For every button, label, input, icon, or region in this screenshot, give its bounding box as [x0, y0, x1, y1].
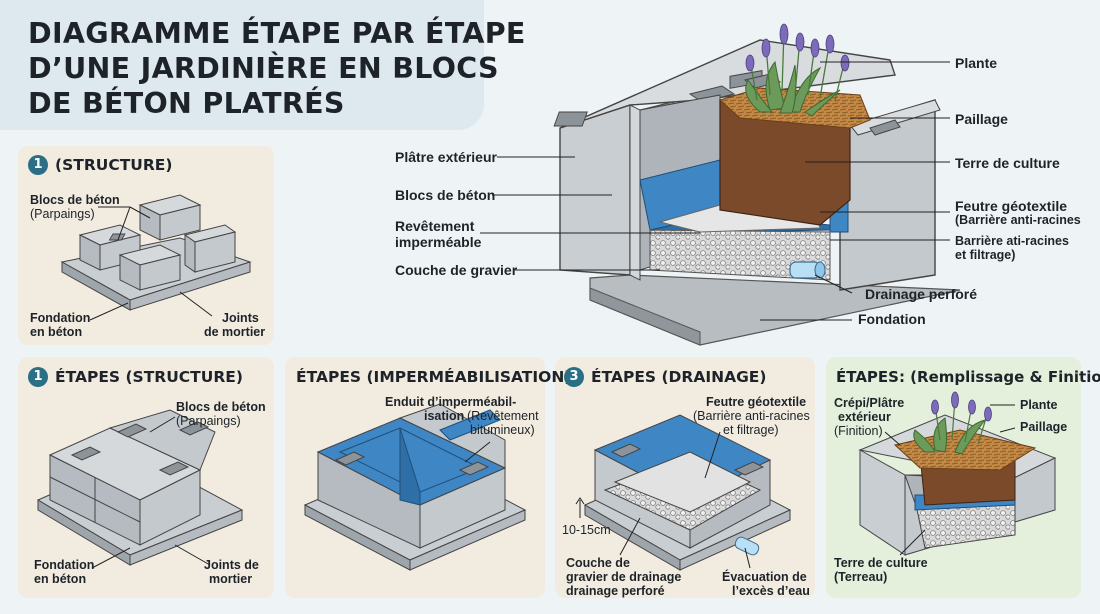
label-feutre-3: et filtrage)	[723, 423, 779, 437]
label-plante: Plante	[1020, 398, 1058, 412]
main-leader-lines	[480, 61, 950, 321]
label-blocs: Blocs de béton	[395, 187, 496, 203]
label-fondation-1: Fondation	[30, 311, 91, 325]
label-terre: Terre de culture	[955, 155, 1060, 171]
label-gravier-1: Couche de	[566, 556, 630, 570]
label-gravier-2: gravier de drainage	[566, 570, 682, 584]
label-feutre: Feutre géotextile	[706, 395, 807, 409]
label-gravier-3: drainage perforé	[566, 584, 665, 598]
label-fondation-2: en béton	[30, 325, 83, 339]
label-joints-2: mortier	[209, 572, 253, 586]
panel-structure-illustration	[36, 409, 244, 566]
step-number-badge: 1	[28, 155, 48, 175]
label-impermeable: imperméable	[395, 234, 482, 250]
label-crepi-1: Crépi/Plâtre	[834, 396, 905, 410]
label-fondation-1: Fondation	[34, 558, 95, 572]
step-number-badge: 1	[28, 367, 48, 387]
label-joints-1: Joints	[222, 311, 259, 325]
title-line-2: D’UNE JARDINIÈRE EN BLOCS	[28, 52, 499, 85]
label-barriere-2: et filtrage)	[955, 248, 1016, 262]
label-revetement: Revêtement	[395, 218, 475, 234]
label-barriere: Barrière ati-racines	[955, 234, 1069, 248]
label-crepi-2: extérieur	[838, 410, 891, 424]
label-terre-1: Terre de culture	[834, 556, 928, 570]
label-evac-1: Évacuation de	[722, 570, 807, 584]
label-drainage: Drainage perforé	[865, 286, 978, 302]
label-blocs: Blocs de béton	[30, 193, 120, 207]
title-banner: DIAGRAMME ÉTAPE PAR ÉTAPE D’UNE JARDINIÈ…	[0, 0, 525, 130]
label-feutre-sub: (Barrière anti-racines	[955, 213, 1081, 227]
panel-title: ÉTAPES (STRUCTURE)	[55, 368, 243, 386]
label-blocs: Blocs de béton	[176, 400, 266, 414]
label-plante: Plante	[955, 55, 998, 71]
label-joints-2: de mortier	[204, 325, 266, 339]
label-fondation: Fondation	[858, 311, 926, 327]
label-fondation-2: en béton	[34, 572, 87, 586]
panel-drainage-illustration	[583, 414, 792, 571]
label-feutre: Feutre géotextile	[955, 198, 1068, 214]
label-platre: Plâtre extérieur	[395, 149, 497, 165]
panel-title: ÉTAPES (DRAINAGE)	[591, 368, 767, 386]
label-blocs-sub: (Parpaings)	[30, 207, 95, 221]
label-crepi-3: (Finition)	[834, 424, 883, 438]
label-terre-2: (Terreau)	[834, 570, 888, 584]
label-paillage: Paillage	[955, 111, 1008, 127]
main-planter-illustration	[553, 23, 961, 346]
title-line-1: DIAGRAMME ÉTAPE PAR ÉTAPE	[28, 17, 526, 50]
label-feutre-2: (Barrière anti-racines	[693, 409, 810, 423]
label-enduit-3: bitumineux)	[470, 423, 535, 437]
step-number-badge: 3	[564, 367, 584, 387]
label-depth: 10-15cm	[562, 523, 611, 537]
panel-title: (STRUCTURE)	[55, 156, 173, 174]
label-enduit-1: Enduit d’imperméabil-	[385, 395, 517, 409]
label-enduit-2b: (Revêtement	[467, 409, 539, 423]
panel-title: ÉTAPES: (Remplissage & Finition)	[836, 368, 1100, 386]
panel-finish-illustration	[858, 391, 1057, 556]
label-joints-1: Joints de	[204, 558, 259, 572]
label-evac-2: l’excès d’eau	[732, 584, 810, 598]
label-paillage: Paillage	[1020, 420, 1068, 434]
label-gravier: Couche de gravier	[395, 262, 518, 278]
label-enduit-2: isation	[424, 409, 465, 423]
label-blocs-sub: (Parpaings)	[176, 414, 241, 428]
panel-title: ÉTAPES (IMPERMÉABILISATION)	[296, 368, 572, 386]
panel-waterproof-illustration	[303, 403, 527, 571]
panel1-illustration	[60, 194, 252, 311]
title-line-3: DE BÉTON PLATRÉS	[28, 87, 345, 120]
